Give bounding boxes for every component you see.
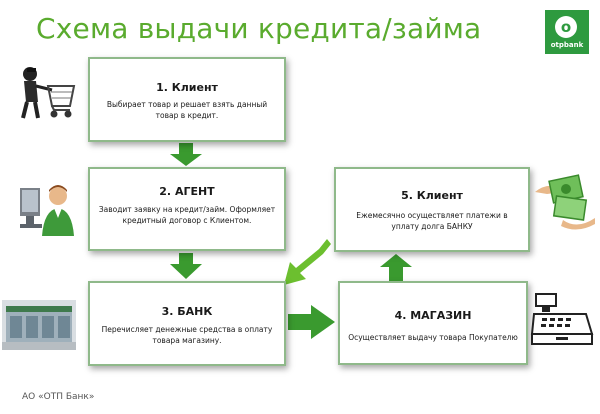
arrow-1-to-2 xyxy=(170,143,202,166)
step-5-text: Ежемесячно осуществляет платежи в уплату… xyxy=(356,211,508,231)
step-2-title: 2. АГЕНТ xyxy=(159,185,215,198)
step-4-text: Осуществляет выдачу товара Покупателю xyxy=(348,333,518,342)
step-1-client-box: 1. Клиент Выбирает товар и решает взять … xyxy=(88,57,286,142)
logo-text: otpbank xyxy=(550,41,584,49)
cash-register-icon xyxy=(530,293,594,345)
step-5-title: 5. Клиент xyxy=(401,189,463,202)
arrow-4-to-5 xyxy=(380,254,412,281)
step-2-text: Заводит заявку на кредит/займ. Оформляет… xyxy=(98,205,276,225)
page-title: Схема выдачи кредита/займа xyxy=(36,12,482,45)
arrow-2-to-3 xyxy=(170,253,202,279)
step-3-bank-box: 3. БАНК Перечисляет денежные средства в … xyxy=(88,281,286,366)
otp-bank-logo: o otpbank xyxy=(545,10,589,54)
step-3-title: 3. БАНК xyxy=(161,305,213,318)
logo-glyph: o xyxy=(555,16,577,38)
step-2-agent-box: 2. АГЕНТ Заводит заявку на кредит/займ. … xyxy=(88,167,286,251)
step-1-text: Выбирает товар и решает взять данный тов… xyxy=(106,100,268,120)
arrow-5-to-3 xyxy=(284,239,331,285)
footer-copyright: АО «ОТП Банк» xyxy=(22,392,95,402)
money-hands-icon xyxy=(535,174,595,230)
bank-building-icon xyxy=(2,300,76,350)
step-3-text: Перечисляет денежные средства в оплату т… xyxy=(101,325,273,345)
computer-user-icon xyxy=(20,185,74,236)
step-5-client-box: 5. Клиент Ежемесячно осуществляет платеж… xyxy=(334,167,530,252)
step-1-title: 1. Клиент xyxy=(156,81,218,94)
shopping-cart-icon xyxy=(21,67,76,119)
arrow-3-to-4 xyxy=(288,305,335,339)
step-4-store-box: 4. МАГАЗИН Осуществляет выдачу товара По… xyxy=(338,281,528,365)
step-4-title: 4. МАГАЗИН xyxy=(394,309,472,322)
